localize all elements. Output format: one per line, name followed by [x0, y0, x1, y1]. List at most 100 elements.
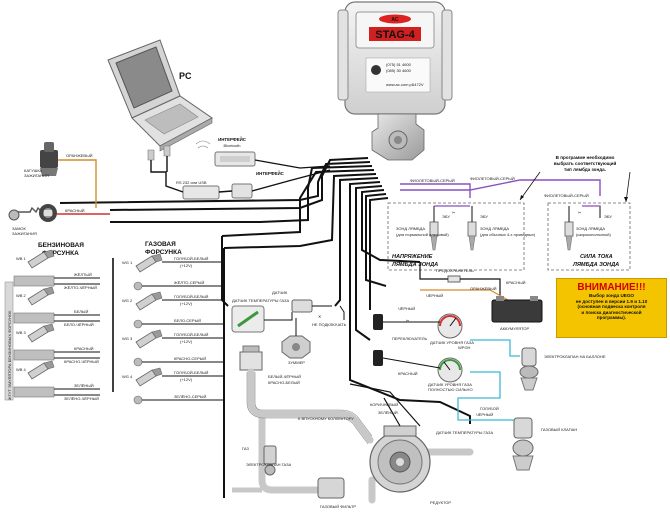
lambda-probe-2 [467, 221, 477, 251]
warning-box: ВНИМАНИЕ!!! Выбор зонда UEGO не доступен… [556, 278, 667, 338]
pc-laptop[interactable] [107, 39, 213, 152]
relay-label-1: БЕЛЫЙ-ЧЁРНЫЙ [268, 374, 301, 379]
petrol-sub: ФОРСУНКА [42, 250, 79, 257]
battery-red-label: КРАСНЫЙ [506, 280, 526, 285]
lambda-voltage-box [387, 202, 525, 271]
gas-wire-label: (+12V) [180, 339, 193, 344]
ecu-serial: 1472V [412, 82, 424, 87]
gas-wire-label: (+12V) [180, 263, 193, 268]
gas-wire-label: ЖЁЛТО-СЕРЫЙ [174, 280, 204, 285]
gas-wire-label: ЗЕЛЁНО-СЕРЫЙ [174, 394, 206, 399]
gas-label: ГАЗ [242, 446, 250, 451]
tank-valve-label: ЭЛЕКТРОКЛАПАН НА БАЛЛОНЕ [544, 354, 606, 359]
warning-title: ВНИМАНИЕ!!! [577, 282, 646, 293]
lambda-voltage-label-b: ЛЯМБДА ЗОНДА [391, 262, 438, 268]
lambda-note: В программе необходимо выбрать соответст… [519, 154, 631, 203]
gas-temp-sensor [231, 305, 265, 333]
gas-injector-id: WG 4 [122, 374, 133, 379]
reducer-temp-label: ДАТЧИК ТЕМПЕРАТУРЫ ГАЗА [436, 430, 493, 435]
lambda-current-box [547, 202, 631, 271]
ignition-coil [40, 142, 58, 176]
gas-level-label: ДАТЧИК УРОВНЯ ГАЗА [430, 340, 474, 345]
ecu-website: www.ac.com.pl [386, 82, 413, 87]
warning-line3: (основная подвеска контроля [577, 304, 646, 310]
petrol-injector-id: WB 2 [16, 293, 27, 298]
battery-black-label: ЧЁРНЫЙ [426, 293, 443, 298]
cable-interface[interactable] [147, 145, 253, 200]
petrol-wire-label: ЗЕЛЁНЫЙ [74, 383, 94, 388]
gas-wire-label: ГОЛУБОЙ-БЕЛЫЙ [174, 370, 209, 375]
wire-violet-grey-label-2: ФИОЛЕТОВЫЙ-СЕРЫЙ [470, 176, 515, 181]
lambda-probe-note-3: (широкополосный) [576, 232, 611, 237]
bluetooth-interface[interactable] [195, 140, 256, 167]
lambda-current-label-b: ЛЯМБДА ЗОНДА [572, 262, 619, 268]
buzzer-label: ЗУММЕР [288, 360, 305, 365]
bluetooth-sub: Bluetooth [224, 143, 241, 148]
gas-wire-label: ГОЛУБОЙ-БЕЛЫЙ [174, 256, 209, 261]
lambda-probe-label-2: ЗОНД ЛЯМБДА [480, 226, 509, 231]
gas-filter-icon [317, 477, 345, 499]
manufacturer-logo-icon [371, 65, 381, 75]
gas-wire-label: ГОЛУБОЙ-БЕЛЫЙ [174, 294, 209, 299]
gas-level2-sub: ПОЛНОСТЬЮ СИЛЬНО [428, 387, 473, 392]
warning-line1: Выбор зонда UEGO [589, 293, 634, 298]
lambda-note-line3: тип лямбда зонда. [564, 166, 606, 172]
lambda-note-line1: В программе необходимо [556, 154, 615, 160]
petrol-wire-label: КРАСНЫЙ [74, 346, 94, 351]
scissors-icon: ✂ [578, 210, 582, 215]
lambda-probe-label-1: ЗОНД ЛЯМБДА [396, 226, 425, 231]
gas-valve-label: ГАЗОВЫЙ КЛАПАН [541, 427, 577, 432]
lambda-ecu-label-2: ЭБУ [480, 214, 488, 219]
petrol-wire-label: ЖЁЛТО-ЧЁРНЫЙ [64, 285, 97, 290]
reducer-label: РЕДУКТОР [430, 500, 451, 505]
switch-label: ПЕРЕКЛЮЧАТЕЛЬ [392, 336, 428, 341]
ecu-unit: AC STAG-4 (075) 51 4600 (085) 30 4600 ww… [337, 1, 453, 161]
relay-icon [239, 345, 263, 371]
key-title: ЗАМОК [12, 226, 27, 231]
gas-sub: ФОРСУНКА [145, 249, 182, 256]
gas-injector: WG 3 ГОЛУБОЙ-БЕЛЫЙ (+12V) КРАСНО-СЕРЫЙ [122, 329, 224, 367]
petrol-wire-label: БЕЛО-ЧЁРНЫЙ [64, 322, 94, 327]
key-sub: ЗАЖИГАНИЯ [12, 231, 37, 236]
petrol-wire-label: ЗЕЛЁНО-ЧЁРНЫЙ [64, 396, 99, 401]
gas-wire-label: (+12V) [180, 377, 193, 382]
wire-violet-grey-label-3: ФИОЛЕТОВЫЙ-СЕРЫЙ [544, 193, 589, 198]
black-wire-label-2: ЧЁРНЫЙ [476, 412, 493, 417]
gas-hoses-outline [246, 372, 373, 445]
gas-level-gauge-2 [437, 357, 463, 383]
gas-filter-label: ГАЗОВЫЙ ФИЛЬТР [320, 504, 356, 509]
temp-gas-label: ДАТЧИК ТЕМПЕРАТУРЫ ГАЗА [232, 298, 289, 303]
gas-wire-label: (+12V) [180, 301, 193, 306]
pc-label: PC [179, 71, 192, 81]
gas-wire-label: БЕЛО-СЕРЫЙ [174, 318, 201, 323]
tank-valve-icon [519, 347, 539, 391]
gas-wire-label: ГОЛУБОЙ-БЕЛЫЙ [174, 332, 209, 337]
gas-injector-id: WG 1 [122, 260, 133, 265]
gas-wire-label: КРАСНО-СЕРЫЙ [174, 356, 206, 361]
emulator-harness-label: ЖГУТ ЭМУЛЯТОРА БЕНЗИНОВЫХ ФОРСУНОК [7, 310, 12, 400]
warning-line5: программы). [596, 315, 627, 321]
gas-injector-id: WG 3 [122, 336, 133, 341]
cross-icon: ✕ [318, 314, 321, 319]
lambda-ecu-label-3: ЭБУ [604, 214, 612, 219]
lambda-probe-note-1: (для нормальной плюсовой) [396, 232, 449, 237]
ignition-key [8, 204, 57, 222]
switch-icon[interactable] [373, 314, 383, 366]
ecu-phone2: (085) 30 4600 [386, 68, 412, 73]
cable-title: ИНТЕРФЕЙС [256, 171, 285, 176]
to-manifold-label: К ВПУСКНОМУ КОЛЛЕКТОРУ [298, 416, 354, 421]
blue-wire-label: ГОЛУБОЙ [480, 406, 499, 411]
lambda-voltage-label-a: НАПРЯЖЕНИЕ [392, 254, 433, 260]
scissors-icon-2: ✂ [452, 210, 456, 215]
lambda-wires [400, 179, 601, 198]
gas-title: ГАЗОВАЯ [145, 241, 176, 248]
reducer-icon [369, 425, 431, 493]
lambda-probe-note-2: (для обычных 4-х проводных) [480, 232, 536, 237]
emulator-harness-bar [4, 281, 14, 401]
multivalve-label: ЭЛЕКТРОКЛАПАН ГАЗА [246, 462, 292, 467]
fuse-label: ПРЕДОХРАНИТЕЛЬ [436, 268, 474, 273]
ignition-sub: ЗАЖИГАНИЯ [24, 173, 49, 178]
lambda-probe-1 [429, 221, 439, 251]
